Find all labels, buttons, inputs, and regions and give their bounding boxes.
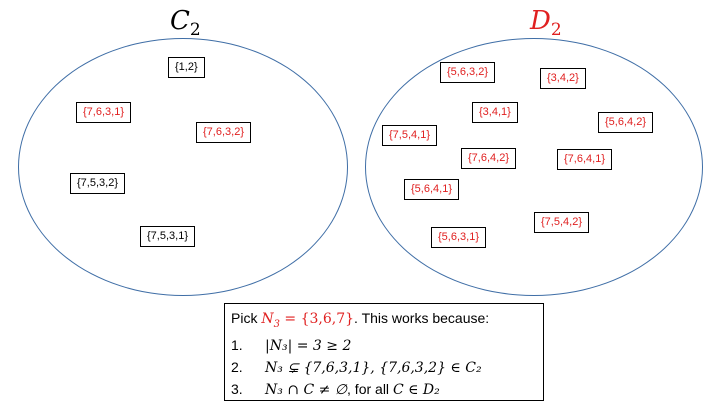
left-ellipse [18,38,348,296]
pick-prefix: Pick [231,310,262,326]
right-set-4: {5,6,4,2} [598,112,653,133]
right-set-9: {7,5,4,2} [534,212,589,233]
right-title-sub: 2 [550,20,562,41]
pick-line: Pick N3 = {3,6,7}. This works because: [231,308,537,335]
right-set-5: {7,5,4,1} [382,125,437,146]
left-set-3: {7,6,3,2} [196,122,251,143]
reason-3: 3. N₃ ∩ C ≠ ∅, for all C ∈ D₂ [231,379,537,401]
left-title-letter: C [170,6,190,36]
pick-variable: N3 = {3,6,7} [261,311,355,330]
reason-1-number: 1. [231,336,243,353]
right-set-3: {3,4,1} [472,102,518,123]
right-set-1: {5,6,3,2} [440,62,495,83]
reason-3-number: 3. [231,380,243,397]
right-set-7: {7,6,4,1} [557,149,612,170]
reason-2: 2. N₃ ⊊ {7,6,3,1}, {7,6,3,2} ∈ C₂ [231,357,537,379]
right-ellipse [365,38,703,296]
reason-2-number: 2. [231,358,243,375]
pick-var: N [261,311,274,327]
right-set-8: {5,6,4,1} [404,179,459,200]
left-set-title: C2 [170,8,201,43]
right-set-10: {5,6,3,1} [431,227,486,248]
left-set-2: {7,6,3,1} [76,102,131,123]
right-set-6: {7,6,4,2} [461,148,516,169]
reason-3-math: N₃ ∩ C ≠ ∅ [265,381,348,398]
reason-3-text: , for all [347,380,393,397]
left-title-sub: 2 [189,20,201,41]
reason-1-text: |N₃| = 3 ≥ 2 [265,337,352,354]
left-set-5: {7,5,3,1} [140,226,195,247]
reason-1: 1. |N₃| = 3 ≥ 2 [231,335,537,357]
explanation-box: Pick N3 = {3,6,7}. This works because: 1… [224,303,544,401]
right-set-2: {3,4,2} [540,68,586,89]
pick-suffix: . This works because: [354,310,490,326]
reason-2-text: N₃ ⊊ {7,6,3,1}, {7,6,3,2} ∈ C₂ [265,359,482,376]
pick-eq: = {3,6,7} [279,311,355,327]
pick-sub: 3 [273,318,280,330]
right-set-title: D2 [530,8,562,43]
right-title-letter: D [530,6,551,36]
left-set-1: {1,2} [168,57,205,78]
reason-3-math2: C ∈ D₂ [392,381,440,398]
left-set-4: {7,5,3,2} [70,173,125,194]
